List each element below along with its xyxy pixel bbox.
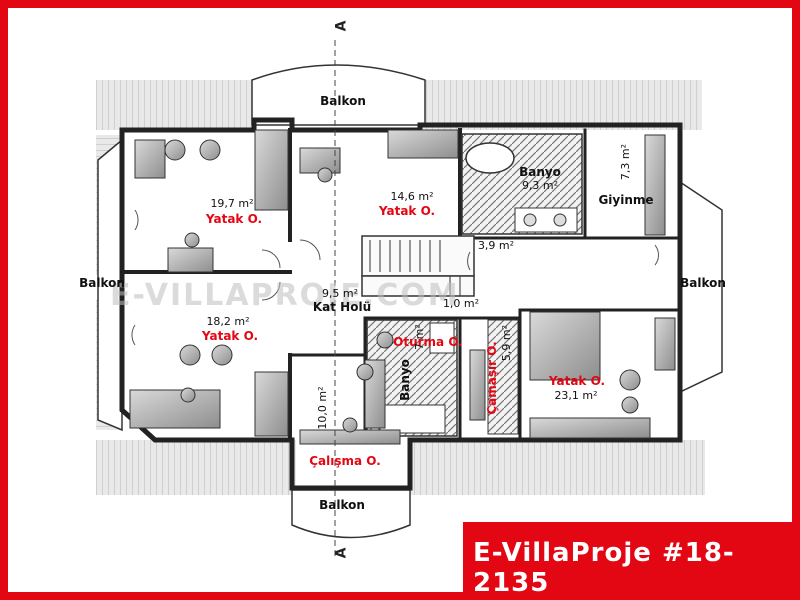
hall-name: Kat Holü — [312, 300, 372, 314]
balcony-top-label: Balkon — [320, 94, 366, 108]
closet-area: 7,3 m² — [619, 143, 632, 181]
study-name: Çalışma O. — [309, 454, 381, 468]
bedroom-e-name: Yatak O. — [548, 374, 606, 388]
staircase — [361, 235, 475, 297]
bedroom-nw-name: Yatak O. — [205, 212, 263, 226]
balcony-left-label: Balkon — [79, 276, 125, 290]
walls — [119, 117, 683, 491]
bath-s-area: 7 m² — [413, 324, 426, 350]
dressing-label: Giyinme — [598, 193, 654, 207]
bedroom-n-area: 14,6 m² — [390, 190, 434, 203]
balcony-bottom-label: Balkon — [319, 498, 365, 512]
brand-badge: E-VillaProje #18-2135 — [463, 522, 800, 600]
section-mark-top: A — [333, 20, 350, 32]
bath-n-name: Banyo — [519, 165, 561, 179]
bedroom-n-name: Yatak O. — [378, 204, 436, 218]
door-swings — [131, 209, 659, 346]
bedroom-w-name: Yatak O. — [201, 329, 259, 343]
furniture — [129, 129, 676, 445]
bath-n-area: 9,3 m² — [521, 179, 559, 192]
watermark: E-VILLAPROJE.COM — [110, 278, 460, 313]
bedroom-w-area: 18,2 m² — [206, 315, 250, 328]
balcony-right-label: Balkon — [680, 276, 726, 290]
small-area: 1,0 m² — [442, 297, 480, 310]
bedroom-nw-area: 19,7 m² — [210, 197, 254, 210]
brand-label: E-VillaProje #18-2135 — [473, 538, 800, 598]
balcony-shapes — [97, 64, 723, 539]
bath-s-name: Banyo — [398, 359, 412, 401]
bedroom-e-area: 23,1 m² — [554, 389, 598, 402]
laundry-area: 5,9 m² — [500, 324, 513, 362]
landing-area: 3,9 m² — [477, 239, 515, 252]
sitting-room-name: Oturma O. — [393, 335, 463, 349]
hall-area: 9,5 m² — [321, 287, 359, 300]
laundry-name: Çamaşır O. — [485, 341, 499, 415]
study-area: 10,0 m² — [316, 386, 329, 430]
section-mark-bottom: A — [333, 547, 350, 559]
